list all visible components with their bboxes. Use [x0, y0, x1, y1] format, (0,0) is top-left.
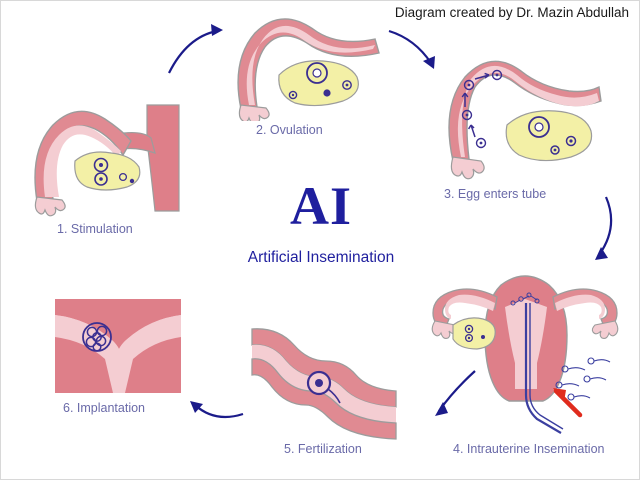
panel-ovulation: [237, 18, 380, 121]
blastocyst-icon: [55, 299, 181, 393]
step-label-5: 5. Fertilization: [284, 442, 362, 456]
panel-intrauterine-insemination: [431, 275, 619, 434]
step-label-3: 3. Egg enters tube: [444, 187, 547, 201]
step-label-6: 6. Implantation: [63, 401, 145, 415]
arrow-step1-to-step2: [168, 24, 223, 74]
panel-implantation: [55, 299, 181, 393]
step-label-4: 4. Intrauterine Insemination: [453, 442, 605, 456]
sperm-deposit-icon: [510, 292, 540, 306]
panel-fertilization: [251, 328, 397, 440]
injection-arrow-icon: [553, 388, 583, 418]
panel-stimulation: [34, 104, 180, 217]
sperm-meets-egg-icon: [251, 328, 397, 440]
panel-egg-enters-tube: [448, 60, 602, 180]
egg-in-tube-icon: [448, 60, 602, 180]
catheter-uterus-icon: [431, 275, 619, 434]
mature-follicle-icon: [237, 18, 380, 121]
ovary-follicles-icon: [34, 104, 180, 217]
step-label-1: 1. Stimulation: [57, 222, 133, 236]
page-title-abbr: AI: [289, 176, 352, 236]
sperm-cells-icon: [555, 357, 611, 401]
page-title-full: Artificial Insemination: [247, 249, 395, 266]
credit-text: Diagram created by Dr. Mazin Abdullah: [394, 5, 629, 20]
egg-direction-arrows: [461, 72, 490, 138]
step-label-2: 2. Ovulation: [256, 123, 323, 137]
blastocyst-cells: [82, 322, 112, 352]
arrow-step5-to-step6: [190, 401, 244, 419]
arrow-step3-to-step4: [595, 196, 613, 260]
